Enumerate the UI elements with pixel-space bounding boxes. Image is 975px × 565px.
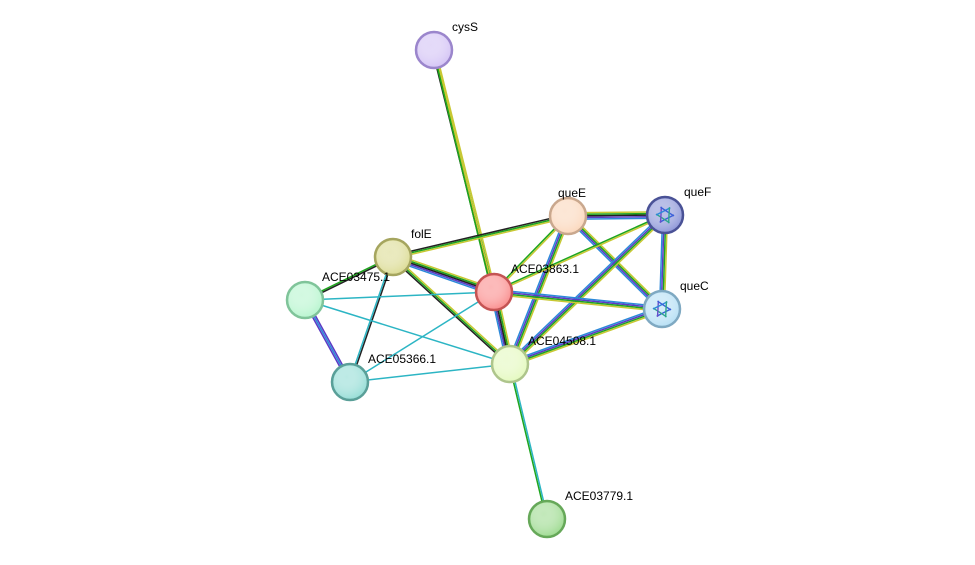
node-highlight bbox=[288, 283, 322, 317]
structure-ribbon bbox=[664, 301, 668, 318]
structure-ribbon bbox=[667, 207, 671, 224]
edge-strand bbox=[511, 216, 668, 367]
node-ace03863-1[interactable] bbox=[474, 272, 514, 312]
protein-structure-icon bbox=[652, 300, 672, 318]
node-label-ace03779-1: ACE03779.1 bbox=[565, 489, 633, 503]
node-ace05366-1[interactable] bbox=[330, 362, 370, 402]
edge-strand bbox=[509, 307, 662, 364]
node-label-quee: queE bbox=[558, 186, 586, 200]
edge-strand bbox=[493, 292, 662, 311]
edge-strand bbox=[494, 290, 663, 309]
edge-quec-ace03863-1 bbox=[493, 288, 663, 313]
edge-strand bbox=[507, 214, 567, 364]
edge-strand bbox=[511, 216, 571, 366]
node-highlight bbox=[477, 275, 511, 309]
edge-strand bbox=[391, 257, 510, 366]
edge-strand bbox=[510, 310, 664, 367]
node-ace04508-1[interactable] bbox=[490, 344, 530, 384]
node-highlight bbox=[530, 502, 564, 536]
node-label-ace05366-1: ACE05366.1 bbox=[368, 352, 436, 366]
edge-strand bbox=[508, 364, 547, 520]
node-cyss[interactable] bbox=[414, 30, 454, 70]
edge-strand bbox=[494, 288, 663, 308]
node-highlight bbox=[417, 33, 451, 67]
node-highlight bbox=[333, 365, 367, 399]
edge-quee-ace04508-1 bbox=[507, 214, 571, 366]
edge-strand bbox=[304, 299, 511, 365]
edge-ace03863-1-ace03475-1 bbox=[304, 291, 495, 301]
structure-ribbon bbox=[656, 300, 660, 317]
node-label-cyss: cysS bbox=[452, 20, 478, 34]
node-highlight bbox=[648, 198, 682, 232]
network-nodes bbox=[285, 30, 685, 539]
node-label-ace04508-1: ACE04508.1 bbox=[528, 334, 596, 348]
node-label-quec: queC bbox=[680, 279, 709, 293]
edge-strand bbox=[510, 363, 549, 519]
edge-strand bbox=[434, 49, 497, 292]
node-label-quef: queF bbox=[684, 185, 711, 199]
node-fole[interactable] bbox=[373, 237, 413, 277]
node-quee[interactable] bbox=[548, 196, 588, 236]
node-label-ace03863-1: ACE03863.1 bbox=[511, 262, 579, 276]
node-highlight bbox=[645, 292, 679, 326]
node-label-ace03475-1: ACE03475.1 bbox=[322, 270, 390, 284]
edge-ace03475-1-ace04508-1 bbox=[304, 299, 511, 365]
edge-strand bbox=[392, 213, 568, 257]
edge-strand bbox=[508, 213, 665, 364]
edge-strand bbox=[493, 293, 662, 313]
edge-strand bbox=[393, 216, 569, 260]
node-quec[interactable] bbox=[642, 289, 682, 329]
edge-fole-ace04508-1 bbox=[391, 255, 512, 366]
edge-strand bbox=[510, 215, 667, 366]
node-highlight bbox=[493, 347, 527, 381]
edge-strand bbox=[349, 363, 511, 383]
edge-strand bbox=[494, 215, 666, 294]
node-highlight bbox=[376, 240, 410, 274]
edge-strand bbox=[350, 257, 395, 383]
edge-strand bbox=[510, 216, 570, 365]
edge-strand bbox=[304, 291, 495, 301]
edge-strand bbox=[392, 256, 511, 365]
edge-strand bbox=[393, 255, 512, 364]
edge-strand bbox=[508, 306, 662, 363]
node-highlight bbox=[551, 199, 585, 233]
node-quef[interactable] bbox=[645, 195, 685, 235]
edge-quee-fole bbox=[392, 213, 569, 260]
edge-strand bbox=[508, 215, 568, 364]
structure-ribbon bbox=[657, 300, 672, 311]
edge-strand bbox=[507, 212, 664, 363]
protein-structure-icon bbox=[655, 206, 675, 224]
edge-ace05366-1-ace04508-1 bbox=[349, 363, 511, 383]
node-label-fole: folE bbox=[411, 227, 432, 241]
edge-ace04508-1-ace03779-1 bbox=[508, 363, 549, 520]
edge-quef-ace04508-1 bbox=[507, 212, 668, 367]
structure-ribbon bbox=[659, 206, 663, 223]
edge-quef-ace03863-1 bbox=[493, 213, 666, 294]
edge-strand bbox=[510, 309, 663, 366]
edge-strand bbox=[392, 215, 569, 258]
edge-strand bbox=[348, 256, 393, 382]
edge-quec-ace04508-1 bbox=[508, 306, 664, 367]
edge-fole-ace05366-1 bbox=[348, 256, 395, 383]
node-ace03779-1[interactable] bbox=[527, 499, 567, 539]
node-ace03475-1[interactable] bbox=[285, 280, 325, 320]
structure-ribbon bbox=[660, 206, 675, 217]
edge-strand bbox=[493, 213, 665, 292]
